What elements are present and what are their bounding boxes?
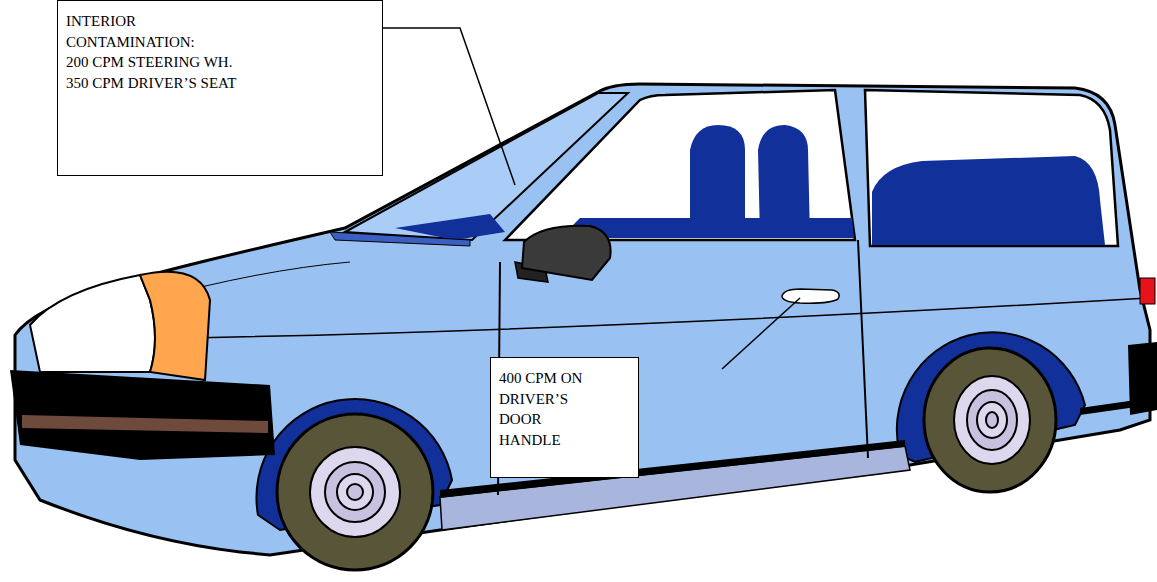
callout-text: 350 CPM DRIVER’S SEAT [66,73,374,94]
door-handle [782,289,839,303]
rear-bumper [1128,342,1157,415]
front-hub-center [347,484,363,500]
front-tire [277,414,433,570]
cowl [330,232,470,246]
callout-text: 200 CPM STEERING WH. [66,52,374,73]
front-side-window [505,90,855,240]
front-hubcap-ring [337,474,373,510]
bumper-strip [22,415,268,433]
headlight [30,275,155,372]
rear-hubcap [954,376,1030,464]
callout-box: 400 CPM ON DRIVER’S DOOR HANDLE [490,357,639,478]
leader-line [383,28,515,185]
rear-hub-center [986,412,998,428]
side-mirror [522,226,611,280]
callout-text: 400 CPM ON DRIVER’S DOOR HANDLE [499,368,594,450]
front-bumper [10,370,275,460]
rear-hubcap-ring [967,390,1017,450]
body-crease-line [190,298,1148,338]
front-hubcap [310,447,400,537]
leader-line [722,298,800,369]
callout-box: INTERIOR CONTAMINATION:200 CPM STEERING … [57,0,383,176]
rear-seat [872,156,1105,245]
dashboard [395,214,505,240]
callout-text: INTERIOR CONTAMINATION: [66,11,216,52]
front-hubcap-ring [325,462,385,522]
rear-side-window [865,90,1118,246]
rear-tire [924,348,1056,492]
indicator-light [140,272,210,380]
tail-light [1140,278,1155,304]
rear-hubcap-ring [977,402,1007,438]
